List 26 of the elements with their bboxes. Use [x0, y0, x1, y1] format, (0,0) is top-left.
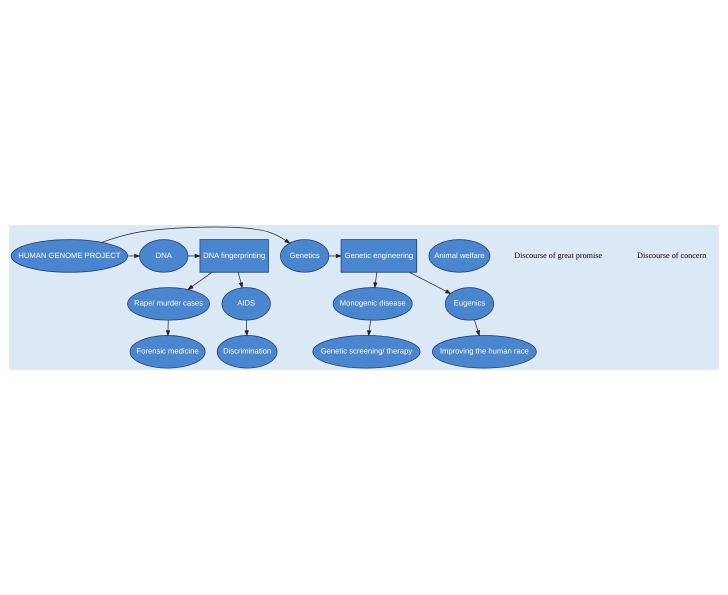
arrow [409, 272, 452, 294]
arrow [238, 272, 244, 289]
arrow [166, 320, 170, 337]
node-ellipse: AIDS [222, 287, 271, 321]
node-ellipse: Rape/ murder cases [127, 287, 210, 321]
node-ellipse: DNA [139, 239, 188, 273]
node-box: DNA fingerprinting [200, 239, 269, 273]
node-ellipse: HUMAN GENOME PROJECT [10, 239, 128, 273]
node-ellipse: Discrimination [216, 335, 278, 368]
arrow [188, 254, 201, 258]
arrow [474, 320, 480, 337]
arrow [187, 272, 212, 290]
label: Discourse of great promise [514, 250, 602, 260]
arrow [328, 254, 342, 258]
node-ellipse: Animal welfare [428, 239, 490, 273]
arrow [101, 226, 291, 244]
node-ellipse: Genetic screening/ therapy [312, 335, 420, 368]
arrow [367, 320, 372, 337]
arrow [127, 254, 141, 258]
node-ellipse: Improving the human race [432, 335, 537, 368]
label: Discourse of concern [637, 250, 706, 260]
node-ellipse: Monogenic disease [332, 287, 413, 321]
node-box: Genetic engineering [340, 239, 418, 273]
arrow [244, 320, 249, 337]
arrow [373, 272, 378, 289]
node-ellipse: Forensic medicine [130, 335, 206, 368]
